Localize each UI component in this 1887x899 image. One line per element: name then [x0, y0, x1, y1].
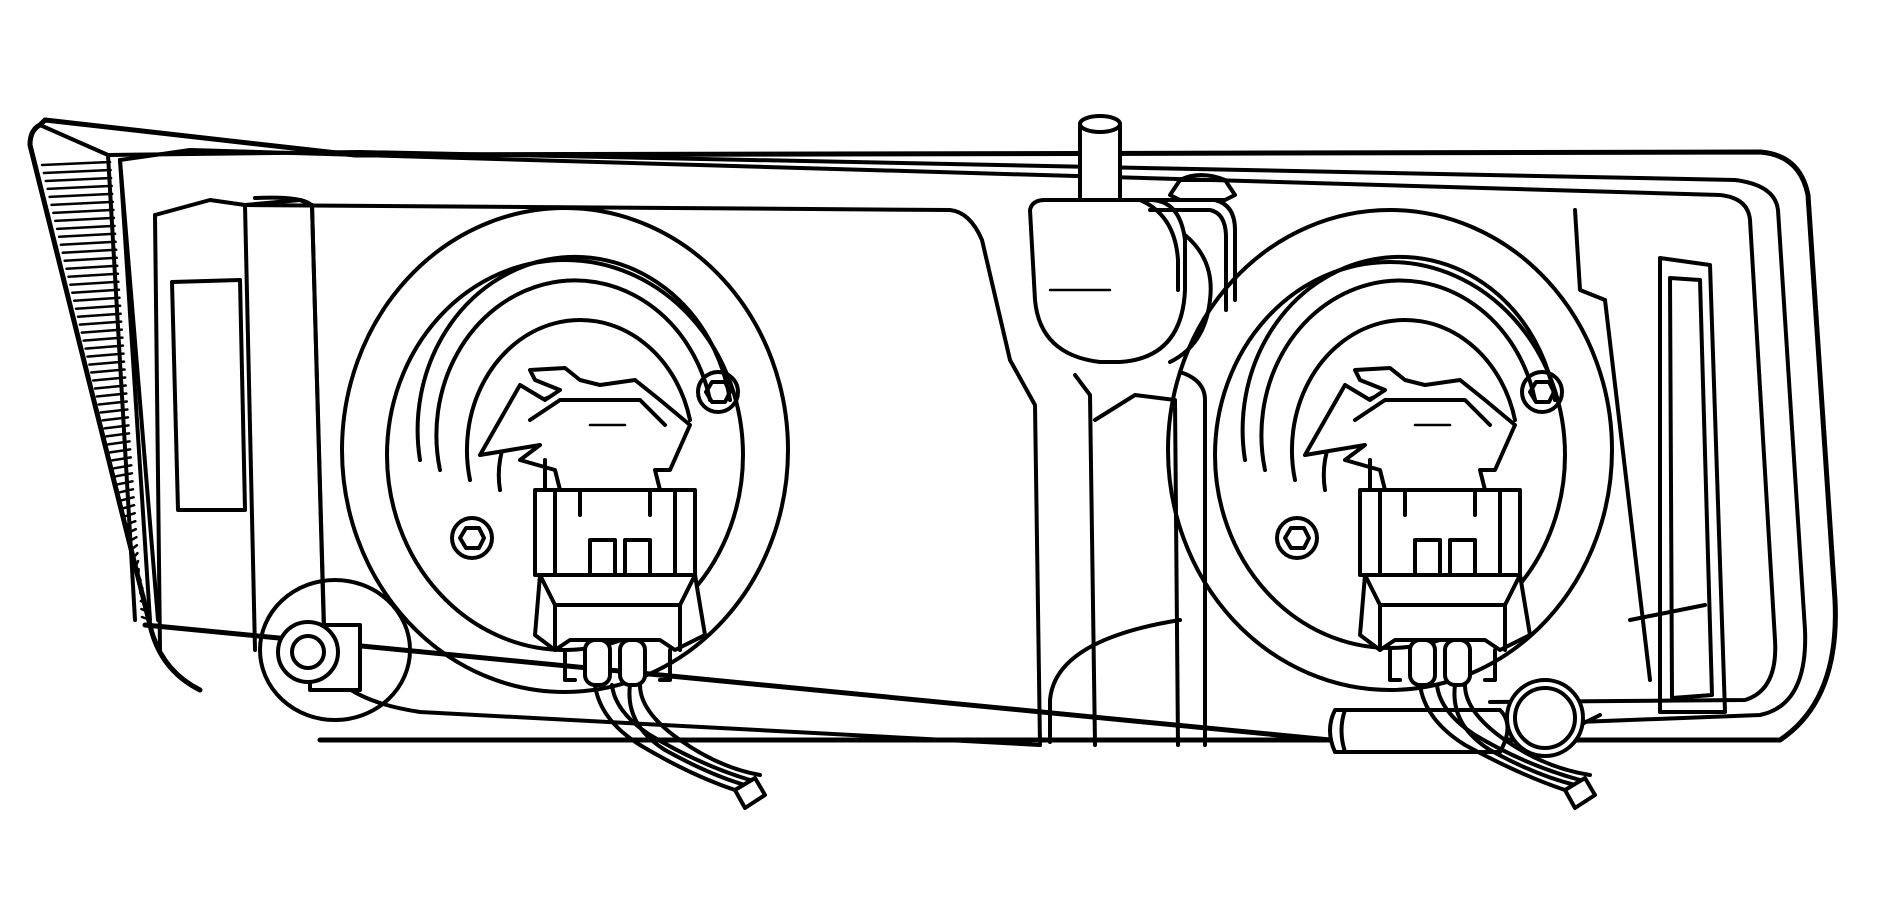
lens-hatch-line [76, 312, 122, 318]
lens-hatch-line [112, 464, 133, 470]
left-connector [478, 366, 707, 687]
lens-hatch-line [138, 583, 144, 590]
lens-hatch-line [140, 615, 152, 622]
lens-hatch-line [97, 400, 129, 406]
right-connector [1303, 366, 1532, 687]
lens-hatch-line [139, 591, 146, 598]
lens-hatch-line [46, 184, 113, 191]
lens-hatch-line [116, 480, 134, 486]
lens-hatch-line [48, 192, 114, 199]
lens-hatch-line [65, 264, 119, 271]
lens-hatch-line [42, 168, 112, 175]
lens-hatch-line [91, 376, 127, 382]
center-divider [1073, 370, 1207, 747]
lens-hatch-line [95, 392, 128, 398]
lens-hatch-line [108, 448, 132, 454]
lens-hatch-line [40, 160, 112, 167]
lens-hatch-line [84, 344, 125, 350]
lens-hatch-line [44, 176, 113, 183]
lens-hatch-line [126, 519, 137, 526]
lens-hatch-line [78, 320, 123, 326]
side-marker-lens [40, 160, 152, 622]
vent-tube [1028, 114, 1187, 364]
lens-hatch-line [69, 280, 120, 286]
lens-hatch-line [93, 384, 127, 390]
lens-hatch-line [52, 208, 115, 215]
lens-hatch-line [122, 503, 136, 510]
right-panels [1548, 208, 1727, 742]
lens-hatch-line [67, 272, 120, 279]
lens-hatch-line [135, 559, 140, 566]
lens-hatch-line [129, 535, 138, 542]
lens-hatch-line [120, 496, 135, 502]
lens-hatch-line [86, 352, 125, 358]
lens-hatch-line [61, 248, 118, 255]
lens-hatch-line [114, 472, 134, 478]
lens-hatch-line [80, 328, 124, 334]
lens-hatch-line [72, 296, 121, 302]
lens-hatch-line [133, 551, 139, 558]
lens-hatch-line [63, 256, 118, 263]
lens-hatch-line [59, 240, 117, 247]
lens-hatch-line [101, 416, 130, 422]
lens-hatch-line [131, 543, 139, 550]
lens-hatch-line [107, 440, 131, 446]
lens-hatch-line [105, 432, 131, 438]
right-wires [1418, 683, 1597, 810]
lens-hatch-line [127, 527, 138, 534]
left-wires [593, 683, 767, 810]
lens-hatch-line [139, 599, 148, 606]
lens-hatch-line [55, 224, 116, 231]
lens-hatch-line [88, 360, 126, 366]
lens-hatch-line [50, 200, 115, 207]
lens-hatch-line [99, 408, 129, 414]
lens-hatch-line [124, 511, 136, 518]
lens-hatch-line [82, 336, 124, 342]
housing [27, 117, 1838, 744]
lens-hatch-line [57, 232, 117, 239]
lens-hatch-line [110, 456, 133, 462]
lens-hatch-line [137, 575, 142, 582]
lens-hatch-line [54, 216, 116, 223]
lens-hatch-line [71, 288, 121, 294]
lens-hatch-line [74, 304, 122, 310]
lens-hatch-line [140, 607, 150, 614]
lens-hatch-line [118, 488, 135, 494]
lens-hatch-line [103, 424, 130, 430]
locator-pin [258, 578, 412, 722]
lens-hatch-line [90, 368, 126, 374]
